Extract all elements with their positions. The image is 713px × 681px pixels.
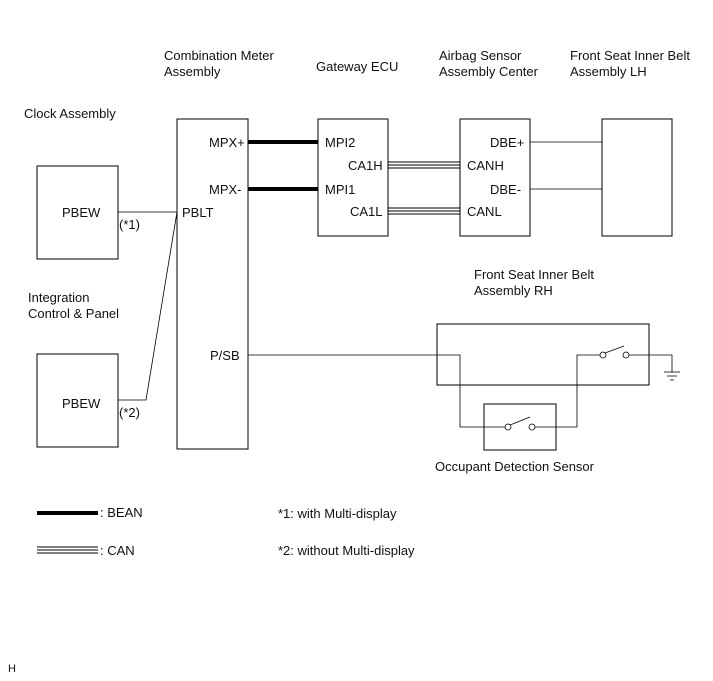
thin-wires xyxy=(118,141,673,428)
combination-meter-box xyxy=(176,118,249,450)
pin-psb: P/SB xyxy=(210,348,240,363)
pin-canl: CANL xyxy=(467,204,502,219)
pin-pbew-clock: PBEW xyxy=(62,205,101,220)
pin-ca1h: CA1H xyxy=(348,158,383,173)
label-line: Control & Panel xyxy=(28,306,119,321)
occupant-switch-symbol xyxy=(484,416,556,431)
note1-marker: (*1) xyxy=(119,217,140,232)
belt-rh-box xyxy=(436,323,650,386)
note-1: *1: with Multi-display xyxy=(278,506,397,521)
label-line: Integration xyxy=(28,290,89,305)
occupant-sensor-title: Occupant Detection Sensor xyxy=(435,459,595,474)
buckle-switch-symbol xyxy=(599,345,630,359)
pin-pblt: PBLT xyxy=(182,205,214,220)
pin-dbe-plus: DBE+ xyxy=(490,135,524,150)
can-line-high xyxy=(388,161,460,169)
gateway-ecu-box xyxy=(317,118,389,237)
pin-pbew-panel: PBEW xyxy=(62,396,101,411)
can-line-low xyxy=(388,207,460,215)
clock-assembly-title: Clock Assembly xyxy=(24,106,116,121)
clock-assembly-box xyxy=(36,165,119,260)
pin-mpi1: MPI1 xyxy=(325,182,355,197)
label-line: Assembly xyxy=(164,64,221,79)
corner-code: H xyxy=(8,663,16,675)
gateway-ecu-title: Gateway ECU xyxy=(316,59,398,74)
legend-bean-label: : BEAN xyxy=(100,505,143,520)
label-line: Airbag Sensor xyxy=(439,48,522,63)
airbag-sensor-box xyxy=(459,118,531,237)
note2-marker: (*2) xyxy=(119,405,140,420)
label-line: Assembly Center xyxy=(439,64,539,79)
label-line: Assembly RH xyxy=(474,283,553,298)
pin-ca1l: CA1L xyxy=(350,204,383,219)
pin-mpx-plus: MPX+ xyxy=(209,135,245,150)
label-line: Assembly LH xyxy=(570,64,647,79)
integration-panel-box xyxy=(36,353,119,448)
ground-icon xyxy=(664,371,680,381)
pin-mpi2: MPI2 xyxy=(325,135,355,150)
pin-dbe-minus: DBE- xyxy=(490,182,521,197)
pin-canh: CANH xyxy=(467,158,504,173)
label-line: Combination Meter xyxy=(164,48,274,63)
label-line: Front Seat Inner Belt xyxy=(570,48,690,63)
pin-mpx-minus: MPX- xyxy=(209,182,242,197)
note-2: *2: without Multi-display xyxy=(278,543,415,558)
legend-can-swatch xyxy=(37,546,98,554)
legend-can-label: : CAN xyxy=(100,543,135,558)
label-line: Front Seat Inner Belt xyxy=(474,267,594,282)
belt-lh-box xyxy=(601,118,673,237)
